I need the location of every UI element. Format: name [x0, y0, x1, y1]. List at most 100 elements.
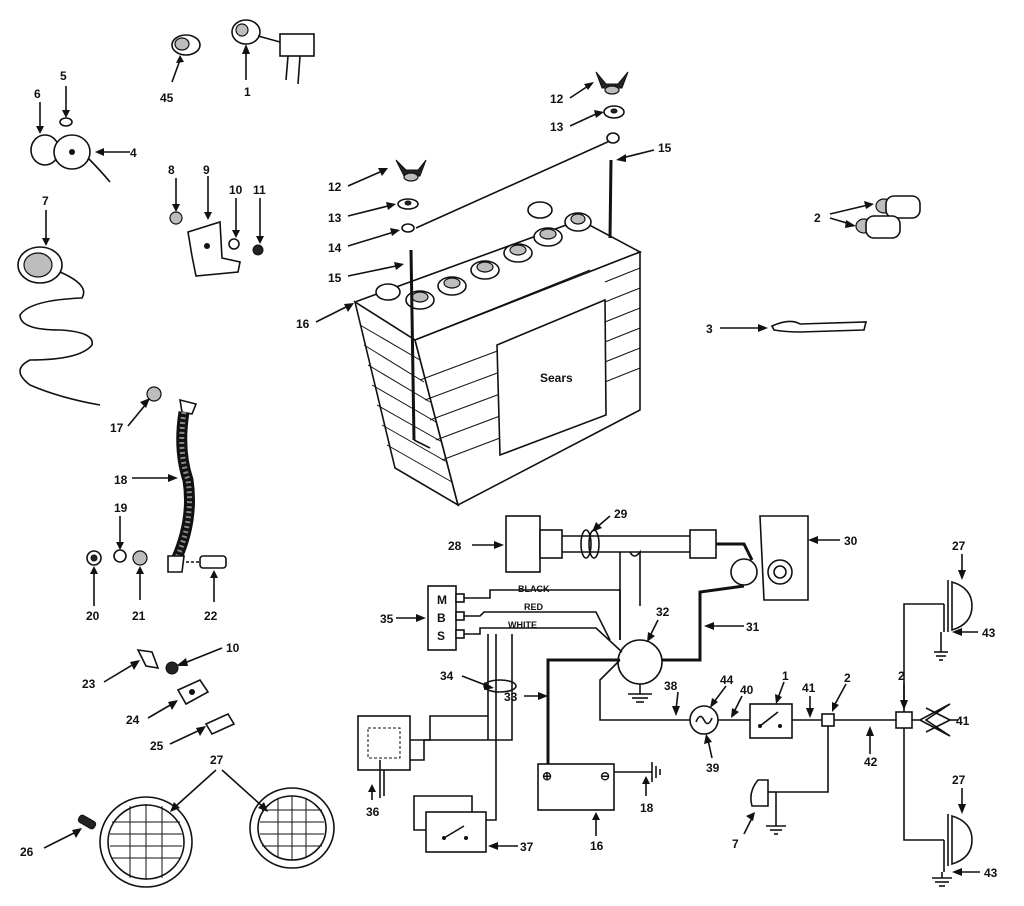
terminal-block-part-35: M B S: [396, 585, 465, 651]
clamp-part-24: [147, 678, 210, 719]
battery-minus: ⊖: [600, 769, 610, 783]
temperature-gauge-part-7: [17, 210, 101, 406]
terminal-m: M: [437, 593, 447, 607]
switch-knob-part-45: [171, 34, 201, 83]
label-13-left: 13: [328, 211, 342, 225]
label-15-left: 15: [328, 271, 342, 285]
ammeter-part-4: [30, 134, 130, 183]
label-2-schematic-a: 2: [844, 671, 851, 685]
screw-part-5: [59, 86, 73, 127]
plate-part-25: [169, 712, 236, 745]
headlight-right-part-27: [249, 787, 335, 869]
washer-part-14: [401, 223, 415, 233]
battery-brand: Sears: [540, 371, 573, 385]
label-41-top: 41: [802, 681, 816, 695]
label-22: 22: [204, 609, 218, 623]
label-14: 14: [328, 241, 342, 255]
label-18-schematic: 18: [640, 801, 654, 815]
label-1-schematic: 1: [782, 669, 789, 683]
label-8: 8: [168, 163, 175, 177]
label-23: 23: [82, 677, 96, 691]
label-11: 11: [253, 183, 266, 197]
wire-harness-part-34: [461, 634, 517, 740]
label-27-left: 27: [210, 753, 224, 767]
label-10-mid: 10: [226, 641, 240, 655]
generator-part-30: [716, 515, 840, 601]
lamp-symbol-part-41: [912, 703, 958, 737]
relay-part-36: [357, 634, 513, 800]
bracket-part-9: [187, 176, 241, 277]
leaders-battery-hardware: [347, 82, 655, 277]
label-15-right: 15: [658, 141, 672, 155]
label-25: 25: [150, 739, 164, 753]
label-45: 45: [160, 91, 174, 105]
label-31: 31: [746, 620, 760, 634]
label-17: 17: [110, 421, 124, 435]
wire-white: [464, 627, 623, 653]
label-30: 30: [844, 534, 858, 548]
leader-40: [733, 695, 743, 713]
nut-part-11: [252, 198, 264, 256]
label-33: 33: [504, 690, 518, 704]
cable-part-29: [562, 515, 717, 559]
label-27-top: 27: [952, 539, 966, 553]
wire-red: [464, 611, 611, 641]
leaders-27: [170, 769, 268, 812]
cable-part-33: [546, 658, 620, 770]
label-40: 40: [740, 683, 754, 697]
label-2-schematic-b: 2: [898, 669, 905, 683]
label-10-top: 10: [229, 183, 243, 197]
wire-headlamp-bottom: [903, 728, 944, 841]
label-16-top: 16: [296, 317, 310, 331]
label-12-right: 12: [550, 92, 564, 106]
label-13-right: 13: [550, 120, 564, 134]
label-5: 5: [60, 69, 67, 83]
cable-hardware-parts-19-22: [86, 549, 227, 569]
wing-nut-part-12-right: [595, 71, 629, 95]
label-19: 19: [114, 501, 128, 515]
bulb-part-26: [43, 814, 97, 849]
terminal-s: S: [437, 629, 445, 643]
bolt-part-23: [103, 648, 160, 683]
connector-part-2: [829, 195, 921, 239]
wire-bundle-down-2: [629, 549, 641, 606]
leaders-cable: [90, 398, 218, 606]
switch-part-37: [413, 740, 518, 853]
washer-part-14-right: [606, 132, 620, 144]
wire-headlamp-top: [903, 603, 944, 712]
label-20: 20: [86, 609, 100, 623]
label-38: 38: [664, 679, 678, 693]
wire-label-black: BLACK: [518, 584, 550, 594]
label-44: 44: [720, 673, 734, 687]
headlamp-symbol-top-part-27: [934, 554, 978, 661]
label-43-bottom: 43: [984, 866, 998, 880]
headlight-left-part-27: [99, 796, 193, 888]
label-37: 37: [520, 840, 534, 854]
washer-part-10: [228, 198, 240, 250]
label-24: 24: [126, 713, 140, 727]
label-7-schematic: 7: [732, 837, 739, 851]
wire-label-white: WHITE: [508, 620, 537, 630]
washer-part-13-left: [397, 198, 419, 210]
label-26: 26: [20, 845, 34, 859]
label-34: 34: [440, 669, 454, 683]
nut-part-10: [165, 647, 223, 675]
label-32: 32: [656, 605, 670, 619]
bolt-part-8: [169, 178, 183, 225]
battery-plus: ⊕: [542, 769, 552, 783]
label-16-schematic: 16: [590, 839, 604, 853]
label-21: 21: [132, 609, 146, 623]
wire-clip-part-3: [720, 320, 868, 333]
label-9: 9: [203, 163, 210, 177]
label-4: 4: [130, 146, 137, 160]
wire-label-red: RED: [524, 602, 544, 612]
leader-16: [315, 305, 349, 323]
label-41-right: 41: [956, 714, 970, 728]
label-28: 28: [448, 539, 462, 553]
label-42: 42: [864, 755, 878, 769]
wire-black: [464, 589, 621, 640]
label-6: 6: [34, 87, 41, 101]
headlamp-symbol-bottom-part-27: [932, 788, 980, 887]
label-36: 36: [366, 805, 380, 819]
